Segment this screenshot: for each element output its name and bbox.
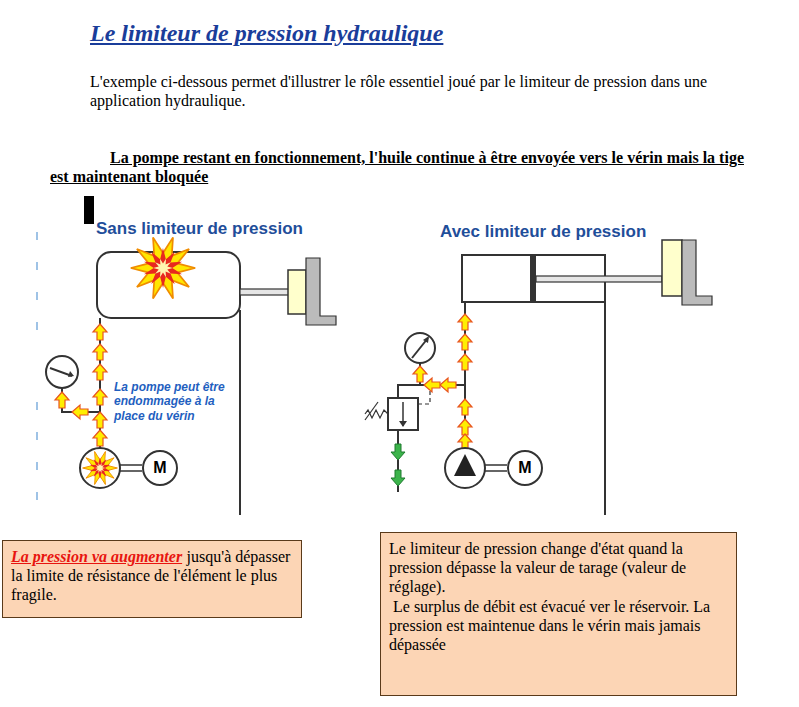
node-text: M [518,459,531,477]
panel-title: Avec limiteur de pression [440,222,680,242]
pump [80,448,120,488]
explosion [131,237,195,298]
relief-valve [388,398,418,430]
note-box: Le limiteur de pression change d'état qu… [380,532,737,696]
motor-symbol: M [142,450,178,486]
node-text: La pression va augmenter [11,548,182,565]
intro-text: L'exemple ci-dessous permet d'illustrer … [90,72,740,110]
panel-title: Sans limiteur de pression [96,219,326,239]
pressure-gauge [46,356,78,388]
note-box: La pression va augmenterjusqu'à dépasser… [2,540,302,618]
node-text: Le surplus de débit est évacué ver le ré… [389,597,728,655]
right-circuit [365,240,712,515]
node-text: M [153,459,166,477]
warning-note: La pompe peut être endommagée à la place… [114,380,230,423]
spring [365,410,388,418]
page-title: Le limiteur de pression hydraulique [90,20,443,47]
left-circuit [46,237,336,515]
pump [445,448,485,488]
node-text: Le limiteur de pression change d'état qu… [389,539,728,597]
motor-symbol: M [507,450,543,486]
black-bar [84,196,94,224]
pressure-gauge [405,333,435,363]
section-heading: La pompe restant en fonctionnement, l'hu… [50,148,750,186]
margin-marks [36,232,38,500]
